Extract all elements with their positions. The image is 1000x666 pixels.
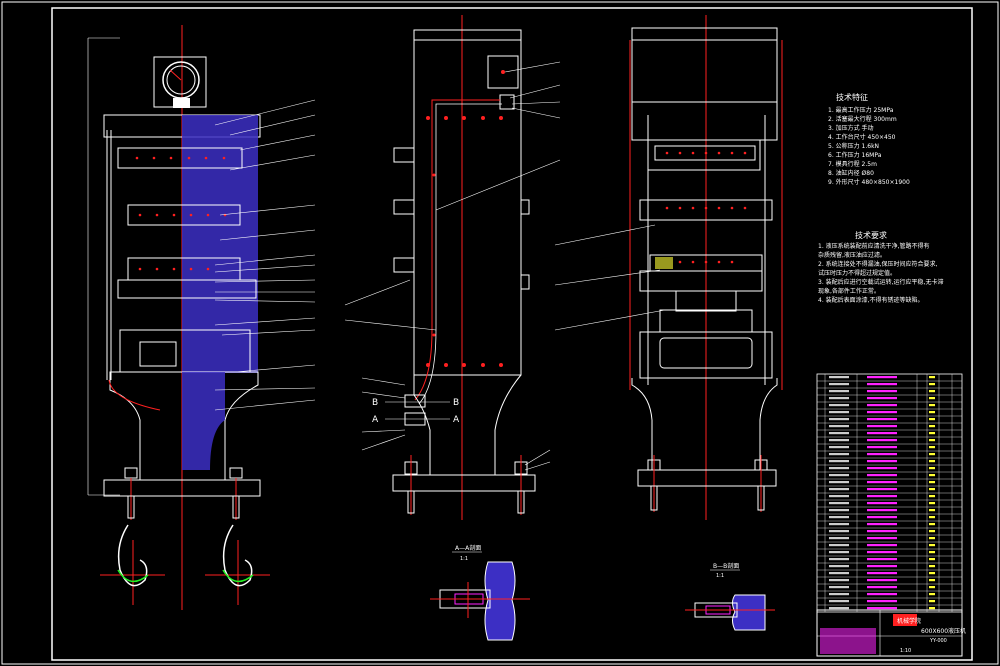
title-drawing-name: 600X600液压机 [921, 627, 966, 635]
tech-item: 9. 外形尺寸 480×850×1900 [828, 178, 910, 186]
req-item: 杂质残留,液压油应过滤。 [818, 251, 886, 259]
section-mark-a-left: A [372, 415, 379, 425]
req-item: 现象,各部件工作正常。 [818, 287, 880, 295]
tech-item: 4. 工作台尺寸 450×450 [828, 133, 896, 141]
tech-item: 3. 加压方式 手动 [828, 124, 874, 132]
middle-view: B B A A [344, 15, 561, 520]
left-view [87, 25, 316, 610]
req-item: 2. 系统连接处不得漏油,保压时间应符合要求, [818, 260, 938, 268]
section-mark-b-left: B [372, 398, 378, 408]
title-company: 机械学院 [897, 617, 921, 625]
tech-features-title: 技术特征 [836, 92, 868, 102]
drawing-frame [51, 7, 973, 661]
middle-body [413, 29, 522, 376]
tech-features: 技术特征 1. 最高工作压力 25MPa 2. 活塞最大行程 300mm 3. … [828, 92, 910, 186]
req-item: 1. 液压系统装配前应清洗干净,管路不得有 [818, 242, 930, 250]
section-bb-label: B—B剖面 [713, 562, 739, 570]
section-aa: A—A剖面 1:1 [430, 544, 530, 641]
hatched-section [182, 115, 258, 373]
section-mark-b-right: B [453, 398, 459, 408]
title-block: 机械学院 600X600液压机 YY-000 1:10 [816, 609, 966, 657]
tech-item: 1. 最高工作压力 25MPa [828, 106, 894, 114]
section-mark-a-right: A [453, 415, 460, 425]
section-aa-label: A—A剖面 [455, 544, 481, 552]
tech-item: 7. 模具行程 2.5m [828, 160, 877, 168]
section-bb-scale: 1:1 [716, 573, 724, 579]
title-scale: 1:10 [900, 648, 911, 654]
parts-list-table [816, 373, 963, 613]
tech-item: 6. 工作压力 16MPa [828, 151, 882, 159]
req-item: 试压时压力不得超过规定值。 [818, 269, 896, 277]
req-item: 4. 装配后表面涂漆,不得有锈迹等缺陷。 [818, 296, 924, 304]
right-view [554, 15, 783, 520]
tech-item: 8. 油缸内径 Ø80 [828, 169, 874, 177]
title-drawing-number: YY-000 [929, 638, 947, 644]
tech-item: 5. 公称压力 1.6kN [828, 142, 879, 150]
hook-left [100, 524, 165, 605]
section-bb: B—B剖面 1:1 [685, 562, 775, 631]
tech-requirements: 技术要求 1. 液压系统装配前应清洗干净,管路不得有 杂质残留,液压油应过滤。 … [818, 230, 943, 304]
tech-item: 2. 活塞最大行程 300mm [828, 115, 897, 123]
section-aa-scale: 1:1 [460, 556, 468, 562]
req-item: 3. 装配后应进行空载试运转,运行应平稳,无卡滞 [818, 278, 943, 286]
hook-right [205, 524, 270, 605]
tech-requirements-title: 技术要求 [855, 230, 887, 240]
